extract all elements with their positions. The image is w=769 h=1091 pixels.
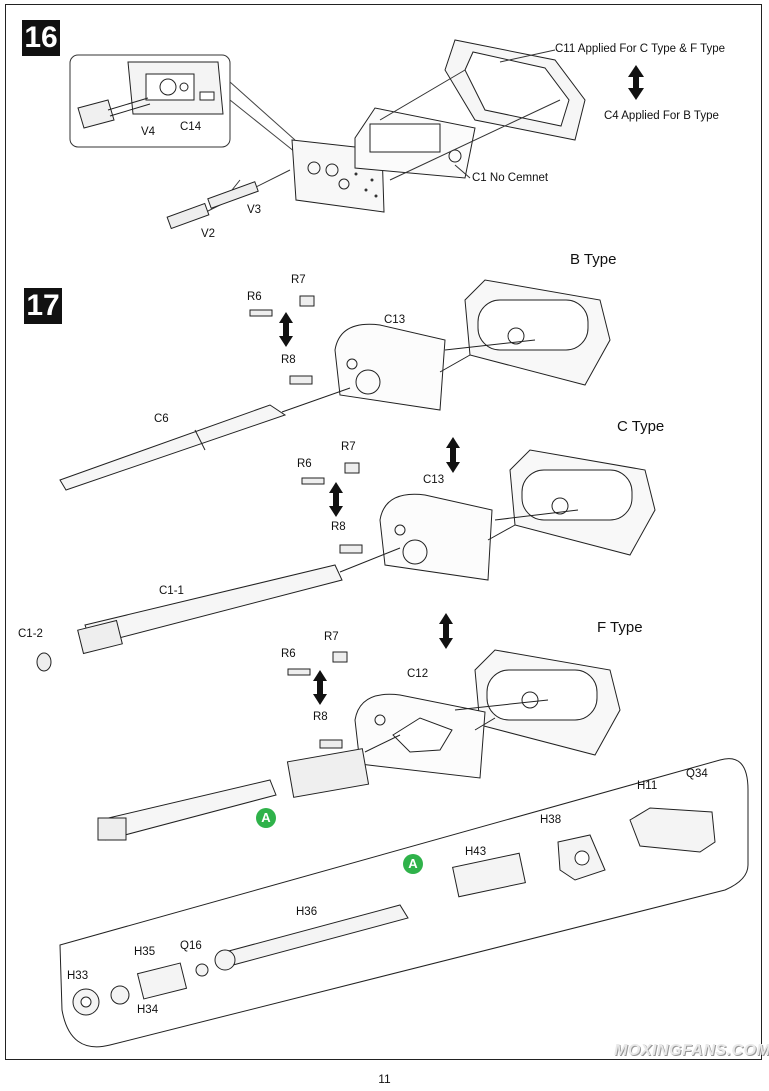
label-r7-f: R7 <box>324 631 339 643</box>
v2-part <box>166 202 210 230</box>
label-c-type: C Type <box>617 418 665 435</box>
label-h11: H11 <box>637 780 658 792</box>
subassembly-a-parts <box>72 807 716 1016</box>
page-frame <box>5 4 762 1060</box>
label-r8-c: R8 <box>331 521 346 533</box>
label-q16: Q16 <box>180 940 202 952</box>
step-17-number: 17 <box>24 288 62 324</box>
variant-c-group <box>36 449 656 672</box>
label-h36: H36 <box>296 906 318 918</box>
marker-a-main: A <box>256 808 276 828</box>
label-c13-c: C13 <box>423 474 445 486</box>
label-c13-b: C13 <box>384 314 406 326</box>
c1-housing <box>354 107 476 179</box>
label-r8-f: R8 <box>313 711 328 723</box>
label-c4: C4 Applied For B Type <box>604 110 719 122</box>
variant-b-group <box>59 279 611 491</box>
label-h35: H35 <box>134 946 156 958</box>
watermark: MOXINGFANS.COM <box>614 1042 769 1059</box>
label-c6: C6 <box>154 413 169 425</box>
label-c14: C14 <box>180 121 202 133</box>
v3-part <box>207 181 259 209</box>
inset-detail-box <box>69 54 231 148</box>
label-v3: V3 <box>247 204 262 216</box>
label-r6-c: R6 <box>297 458 312 470</box>
marker-a-sub: A <box>403 854 423 874</box>
step-16-number: 16 <box>22 20 60 56</box>
label-q34: Q34 <box>686 768 708 780</box>
label-h33: H33 <box>67 970 89 982</box>
swap-arrow-16 <box>628 65 644 100</box>
c14-plate <box>127 61 224 115</box>
page-number: 11 <box>378 1072 391 1086</box>
label-v4: V4 <box>141 126 156 138</box>
label-c1-1: C1-1 <box>159 585 184 597</box>
label-r7-b: R7 <box>291 274 306 286</box>
label-b-type: B Type <box>570 251 617 268</box>
v4-part <box>77 97 151 129</box>
label-v2: V2 <box>201 228 216 240</box>
c11-frame <box>444 39 586 141</box>
label-c1-2: C1-2 <box>18 628 43 640</box>
swap-arrows-17 <box>279 312 460 705</box>
label-c11: C11 Applied For C Type & F Type <box>555 43 726 55</box>
label-r6-b: R6 <box>247 291 262 303</box>
subassembly-a-panel <box>59 758 749 1048</box>
label-h38: H38 <box>540 814 562 826</box>
label-c1: C1 No Cemnet <box>472 172 549 184</box>
label-r7-c: R7 <box>341 441 356 453</box>
label-r6-f: R6 <box>281 648 296 660</box>
label-f-type: F Type <box>597 619 643 636</box>
label-h43: H43 <box>465 846 487 858</box>
small-pins <box>249 295 363 749</box>
variant-f-group <box>97 649 621 841</box>
label-r8-b: R8 <box>281 354 296 366</box>
label-c12: C12 <box>407 668 429 680</box>
label-h34: H34 <box>137 1004 159 1016</box>
